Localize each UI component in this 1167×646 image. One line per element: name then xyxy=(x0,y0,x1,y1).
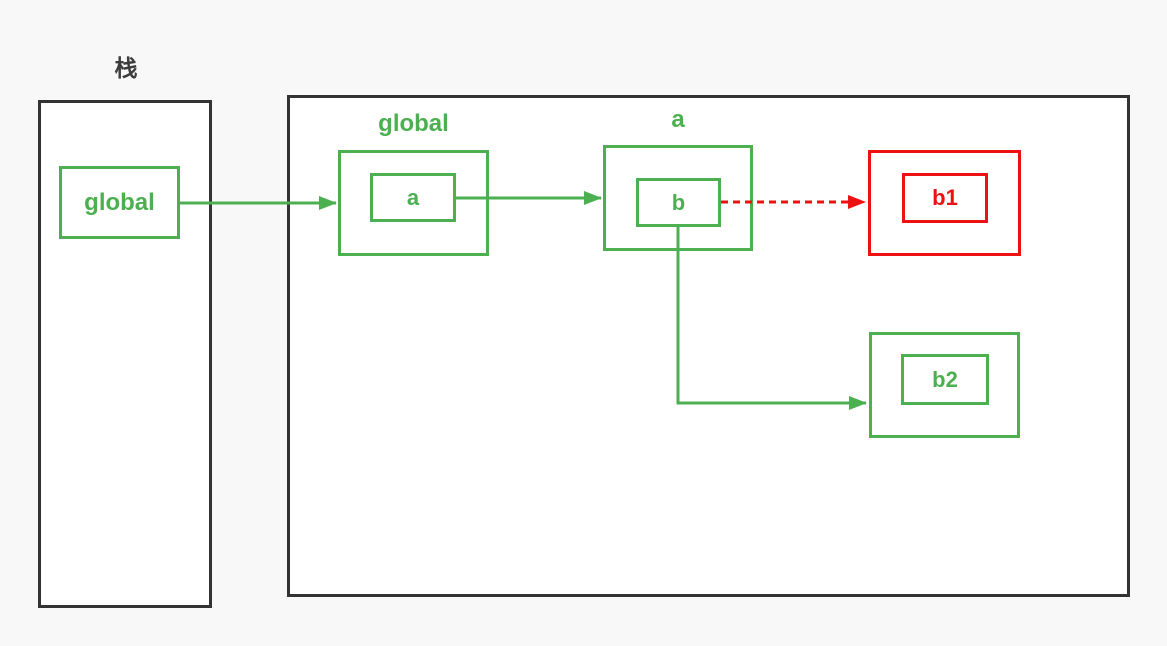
heap-object-a-title: a xyxy=(671,106,685,133)
stack-frame-global: global xyxy=(59,166,180,239)
slot-b1-label: b1 xyxy=(932,185,958,210)
stack-title: 栈 xyxy=(114,55,138,81)
heap-object-global-title: global xyxy=(378,110,449,137)
slot-b-label: b xyxy=(671,189,686,215)
heap-object-a-slot-b: b xyxy=(636,178,721,227)
stack-frame-global-label: global xyxy=(84,188,155,216)
heap-object-global-slot-a: a xyxy=(370,173,456,222)
slot-b2-label: b2 xyxy=(932,366,958,392)
heap-object-b1-slot: b1 xyxy=(902,173,988,223)
slot-a-label: a xyxy=(406,184,420,210)
heap-object-b2-slot: b2 xyxy=(901,354,989,405)
